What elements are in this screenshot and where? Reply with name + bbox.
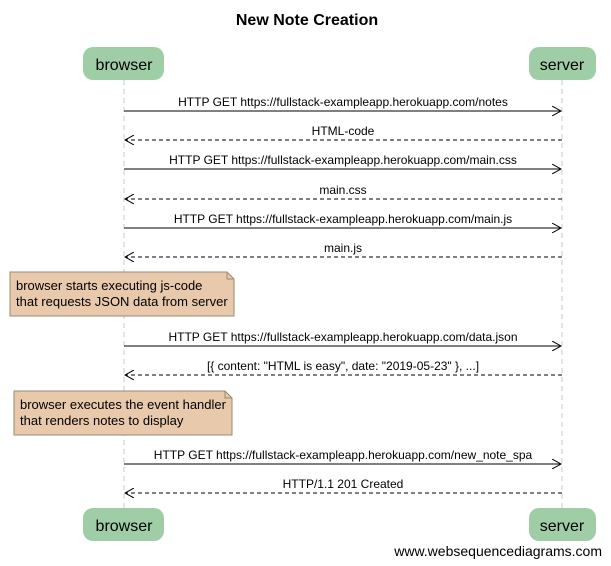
message-7: HTTP GET https://fullstack-exampleapp.he…: [124, 330, 561, 346]
message-8: [{ content: "HTML is easy", date: "2019-…: [125, 359, 562, 375]
actor-box: [529, 508, 596, 541]
note-line: that renders notes to display: [20, 413, 184, 428]
message-label: HTTP GET https://fullstack-exampleapp.he…: [178, 95, 508, 109]
actor-boxes: browser browser server server: [83, 47, 596, 541]
message-0: HTTP GET https://fullstack-exampleapp.he…: [124, 95, 561, 111]
message-label: HTTP GET https://fullstack-exampleapp.he…: [168, 330, 517, 344]
message-3: main.css: [125, 183, 562, 199]
actor-server-bottom: server: [529, 508, 596, 541]
actor-label: server: [540, 57, 585, 74]
actor-server-top: server: [529, 47, 596, 80]
message-label: HTTP GET https://fullstack-exampleapp.he…: [174, 212, 512, 226]
actor-box: [83, 508, 164, 541]
note-fold: [226, 272, 234, 280]
message-5: main.js: [125, 241, 562, 257]
message-label: HTTP GET https://fullstack-exampleapp.he…: [169, 153, 517, 167]
message-4: HTTP GET https://fullstack-exampleapp.he…: [124, 212, 561, 228]
actor-browser-top: browser: [83, 47, 164, 80]
note-fold: [224, 391, 232, 399]
message-label: HTTP GET https://fullstack-exampleapp.he…: [154, 448, 533, 462]
actor-box: [83, 47, 164, 80]
message-10: HTTP GET https://fullstack-exampleapp.he…: [124, 448, 561, 464]
message-2: HTTP GET https://fullstack-exampleapp.he…: [124, 153, 561, 169]
actor-browser-bottom: browser: [83, 508, 164, 541]
message-label: main.js: [324, 241, 362, 255]
message-11: HTTP/1.1 201 Created: [125, 477, 562, 493]
diagram-title: New Note Creation: [236, 12, 378, 29]
message-label: [{ content: "HTML is easy", date: "2019-…: [207, 359, 479, 373]
message-1: HTML-code: [125, 124, 562, 140]
message-label: main.css: [319, 183, 366, 197]
footer-watermark: www.websequencediagrams.com: [393, 543, 602, 559]
actor-label: browser: [96, 518, 154, 535]
note-line: that requests JSON data from server: [16, 294, 228, 309]
message-label: HTML-code: [312, 124, 375, 138]
note-box: [13, 390, 233, 436]
note-line: browser starts executing js-code: [16, 278, 202, 293]
actor-box: [529, 47, 596, 80]
note-box: [9, 271, 235, 317]
diagram-steps: HTTP GET https://fullstack-exampleapp.he…: [9, 95, 562, 493]
actor-label: server: [540, 518, 585, 535]
note-line: browser executes the event handler: [20, 397, 227, 412]
actor-label: browser: [96, 57, 154, 74]
message-label: HTTP/1.1 201 Created: [283, 477, 404, 491]
